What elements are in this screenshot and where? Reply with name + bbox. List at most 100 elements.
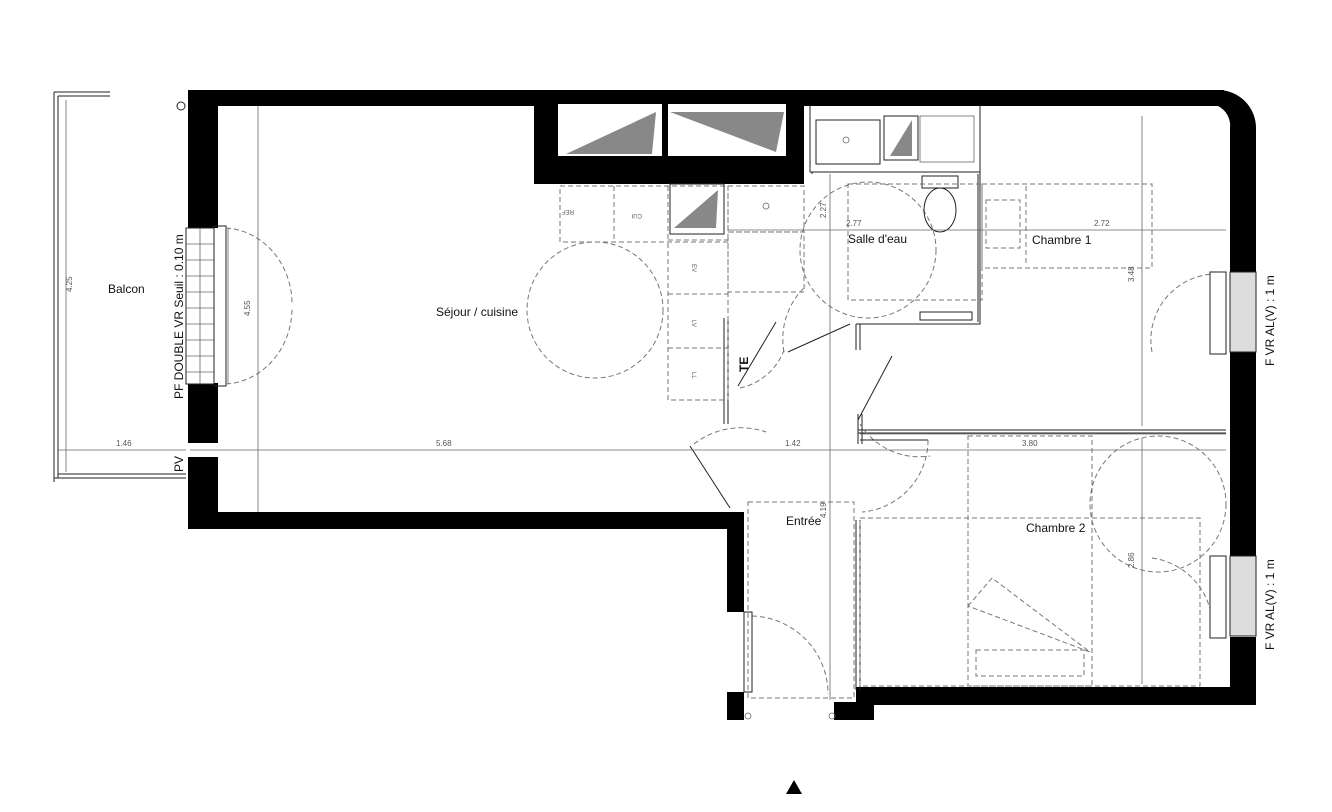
entree-door-swing <box>751 615 829 695</box>
partition-salle-eau <box>809 106 981 325</box>
chambre1-window-pane <box>1209 271 1227 355</box>
wall-corner-rounded <box>1218 90 1256 272</box>
entree-door-leaf <box>743 611 753 693</box>
kitchen-window-1-shade <box>566 112 656 154</box>
dim-passage-width: 1.42 <box>785 439 801 448</box>
door-sejour-swing <box>693 427 767 445</box>
kitchen-windows <box>566 112 784 154</box>
label-sejour-pv: PV <box>172 456 186 472</box>
partitions <box>723 106 1226 690</box>
dim-chambre2-depth: 2.86 <box>1127 552 1136 568</box>
kitchen-counter <box>559 183 805 401</box>
chambre1-window-swing <box>1150 273 1215 353</box>
salle-eau-fixtures <box>815 115 983 321</box>
dim-chambre1-depth: 3.48 <box>1127 266 1136 282</box>
dim-balcon-width: 1.46 <box>116 439 132 448</box>
turning-circles <box>526 181 1227 573</box>
door-kitchen-leaf <box>737 321 777 387</box>
entree-area <box>743 501 855 720</box>
dim-entree-depth: 4.19 <box>819 502 828 518</box>
sejour-window-grid <box>186 228 214 384</box>
partition-kitchen <box>723 318 729 424</box>
walls <box>188 90 1256 720</box>
salle-eau-window <box>883 115 919 161</box>
appliance-labels: REF CUI EV LV LL TE <box>562 208 751 379</box>
toilet-bowl <box>923 187 957 233</box>
appliance-ll: LL <box>690 372 696 379</box>
chambre2-window-swing <box>1151 557 1214 637</box>
appliance-lv: LV <box>690 320 696 327</box>
room-sejour: Séjour / cuisine <box>436 305 518 319</box>
label-chambre1-window: F VR AL(V) : 1 m <box>1263 275 1277 366</box>
wall-sejour-left-middle <box>188 383 218 443</box>
room-labels: Balcon Séjour / cuisine Salle d'eau Cham… <box>108 232 1092 535</box>
dim-salle-eau-depth: 2.27 <box>819 202 828 218</box>
chambre2-furniture <box>859 435 1257 687</box>
balcony <box>53 91 186 482</box>
door-chambre1-leaf <box>857 355 893 421</box>
kitchen-sink-area <box>727 185 805 233</box>
balcony-bottom <box>54 473 186 479</box>
appliance-ev: EV <box>690 264 696 272</box>
door-salle-eau-swing <box>782 285 807 353</box>
partition-chambres <box>858 429 1226 434</box>
circle-sejour <box>526 241 664 379</box>
room-entree: Entrée <box>786 514 822 528</box>
north-arrow-icon <box>786 780 802 794</box>
door-sejour-leaf <box>689 445 731 509</box>
partition-entree <box>855 520 861 690</box>
room-balcon: Balcon <box>108 282 145 296</box>
shower-drain <box>842 136 850 144</box>
sejour-window-swing-top <box>225 227 293 305</box>
label-chambre2-window: F VR AL(V) : 1 m <box>1263 559 1277 650</box>
dim-sejour-depth: 4.55 <box>243 300 252 316</box>
label-sejour-window: PF DOUBLE VR Seuil : 0.10 m <box>172 234 186 399</box>
sejour-window-swing-bottom <box>225 307 293 385</box>
entree-door-hinge-2 <box>828 712 836 720</box>
sejour-window-pane <box>213 225 227 387</box>
chambre2-bed <box>967 435 1093 687</box>
balcony-post <box>176 101 186 111</box>
chambre2-window-pane <box>1209 555 1227 639</box>
wall-right-middle <box>1230 352 1256 558</box>
toilet-tank <box>921 175 959 189</box>
wall-top-sejour <box>188 90 538 106</box>
wall-sejour-left-upper <box>188 90 218 228</box>
appliance-ref: REF <box>562 208 574 214</box>
kitchen-window-2-shade <box>670 112 784 152</box>
room-salle-eau: Salle d'eau <box>848 232 907 246</box>
interior-doors <box>689 285 931 513</box>
shower-tray <box>815 119 881 165</box>
wall-bottom-chambre2 <box>856 687 1256 705</box>
appliance-te: TE <box>737 357 751 372</box>
circle-chambre2 <box>1089 435 1227 573</box>
dim-chambre2-width: 3.80 <box>1022 439 1038 448</box>
partition-salle-eau-inner <box>811 172 979 322</box>
dimension-lines <box>190 106 1226 700</box>
salle-eau-window-shade <box>890 120 912 156</box>
wall-entree-left-lower <box>727 692 744 720</box>
chambre1-furniture <box>981 183 1257 355</box>
kitchen-window-small <box>669 183 725 235</box>
chambre2-pillow <box>975 649 1085 677</box>
wall-entree-bottom <box>834 702 874 720</box>
chambre1-window-sill <box>1229 271 1257 353</box>
kitchen-column <box>667 239 729 401</box>
chambre2-bed-fold <box>967 577 1091 653</box>
kitchen-window-small-shade <box>674 190 718 228</box>
dim-sejour-width: 5.68 <box>436 439 452 448</box>
room-chambre1: Chambre 1 <box>1032 233 1092 247</box>
chambre1-bed <box>981 183 1153 269</box>
room-chambre2: Chambre 2 <box>1026 521 1086 535</box>
partition-chambre1-inner <box>855 324 861 350</box>
dim-balcon-depth: 4.25 <box>65 276 74 292</box>
kitchen-extra-1 <box>727 231 805 293</box>
window-labels: PF DOUBLE VR Seuil : 0.10 m PV F VR AL(V… <box>172 234 1277 650</box>
entree-door-hinge <box>744 712 752 720</box>
wall-partition-vertical <box>800 106 804 184</box>
chambre1-nightstand <box>985 199 1021 249</box>
salle-eau-shelf <box>919 115 975 163</box>
kitchen-sink-drain <box>762 202 770 210</box>
entree-closet <box>747 501 855 699</box>
